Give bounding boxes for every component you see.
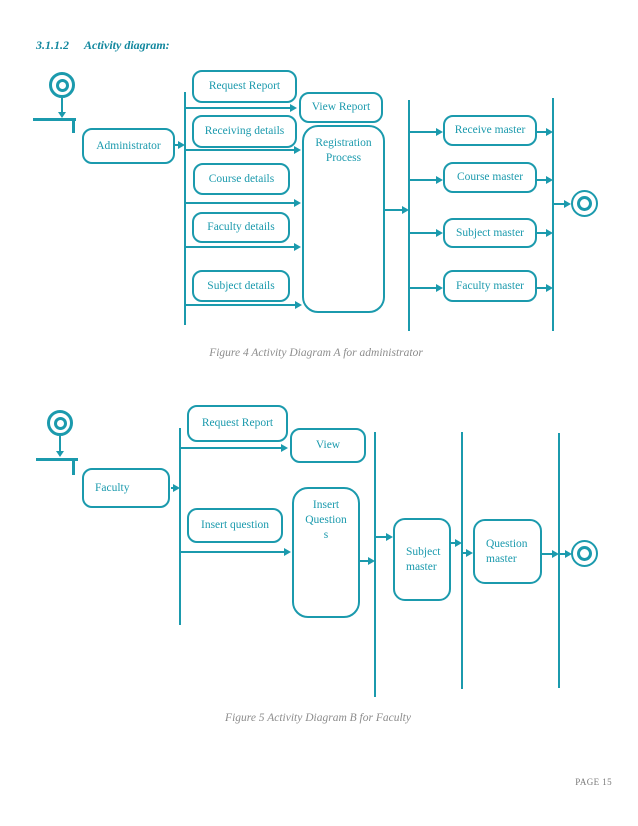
flow-arrow bbox=[186, 146, 301, 154]
flow-arrow bbox=[376, 533, 393, 541]
node-registration-process: Registration Process bbox=[302, 125, 385, 313]
end-node-icon bbox=[571, 190, 598, 217]
node-subject-master: Subject master bbox=[443, 218, 537, 248]
node-insert-questions: Insert Question s bbox=[292, 487, 360, 618]
down-arrow-icon bbox=[58, 98, 66, 118]
flow-arrow bbox=[175, 141, 185, 149]
section-number: 3.1.1.2 bbox=[36, 38, 69, 52]
flow-arrow bbox=[542, 550, 559, 558]
figure-caption-a: Figure 4 Activity Diagram A for administ… bbox=[209, 347, 423, 359]
flow-arrow bbox=[537, 128, 553, 136]
flow-arrow bbox=[181, 548, 291, 556]
node-faculty-details: Faculty details bbox=[192, 212, 290, 243]
flow-arrow bbox=[451, 539, 462, 547]
flow-arrow bbox=[537, 176, 553, 184]
swimlane-line bbox=[408, 100, 410, 331]
flow-arrow bbox=[554, 200, 571, 208]
flow-arrow bbox=[360, 557, 375, 565]
node-administrator: Administrator bbox=[82, 128, 175, 164]
node-question-master: Question master bbox=[473, 519, 542, 584]
figure-caption-b: Figure 5 Activity Diagram B for Faculty bbox=[225, 712, 411, 724]
swimlane-line bbox=[558, 433, 560, 688]
swimlane-line bbox=[461, 432, 463, 689]
node-request-report: Request Report bbox=[192, 70, 297, 103]
swimlane-line bbox=[374, 432, 376, 697]
flow-arrow bbox=[537, 229, 553, 237]
flow-arrow bbox=[186, 301, 302, 309]
fork-bar-icon bbox=[36, 458, 78, 461]
flow-arrow bbox=[560, 550, 572, 558]
node-course-master: Course master bbox=[443, 162, 537, 193]
fork-bar-icon bbox=[33, 118, 76, 121]
node-course-details: Course details bbox=[193, 163, 290, 195]
end-node-inner-icon bbox=[577, 196, 592, 211]
start-node-icon bbox=[47, 410, 73, 436]
swimlane-line bbox=[179, 428, 181, 625]
node-subject-master: Subject master bbox=[393, 518, 451, 601]
flow-arrow bbox=[186, 104, 297, 112]
node-view: View bbox=[290, 428, 366, 463]
section-title: Activity diagram: bbox=[84, 38, 170, 52]
fork-bar-tick-icon bbox=[72, 460, 75, 475]
flow-arrow bbox=[385, 206, 409, 214]
down-arrow-icon bbox=[56, 436, 64, 457]
end-node-icon bbox=[571, 540, 598, 567]
fork-bar-tick-icon bbox=[72, 120, 75, 133]
flow-arrow bbox=[463, 549, 473, 557]
page-number: PAGE 15 bbox=[575, 777, 612, 787]
end-node-inner-icon bbox=[577, 546, 592, 561]
node-faculty-master: Faculty master bbox=[443, 270, 537, 302]
flow-arrow bbox=[410, 128, 443, 136]
flow-arrow bbox=[410, 176, 443, 184]
flow-arrow bbox=[171, 484, 180, 492]
swimlane-line bbox=[184, 92, 186, 325]
flow-arrow bbox=[186, 199, 301, 207]
node-receive-master: Receive master bbox=[443, 115, 537, 146]
swimlane-line bbox=[552, 98, 554, 331]
node-subject-details: Subject details bbox=[192, 270, 290, 302]
start-node-inner-icon bbox=[53, 416, 67, 430]
node-view-report: View Report bbox=[299, 92, 383, 123]
flow-arrow bbox=[186, 243, 301, 251]
flow-arrow bbox=[181, 444, 288, 452]
node-faculty: Faculty bbox=[82, 468, 170, 508]
start-node-icon bbox=[49, 72, 75, 98]
flow-arrow bbox=[410, 284, 443, 292]
start-node-inner-icon bbox=[55, 78, 69, 92]
node-receiving-details: Receiving details bbox=[192, 115, 297, 148]
node-insert-question: Insert question bbox=[187, 508, 283, 543]
node-request-report: Request Report bbox=[187, 405, 288, 442]
flow-arrow bbox=[537, 284, 553, 292]
flow-arrow bbox=[410, 229, 443, 237]
